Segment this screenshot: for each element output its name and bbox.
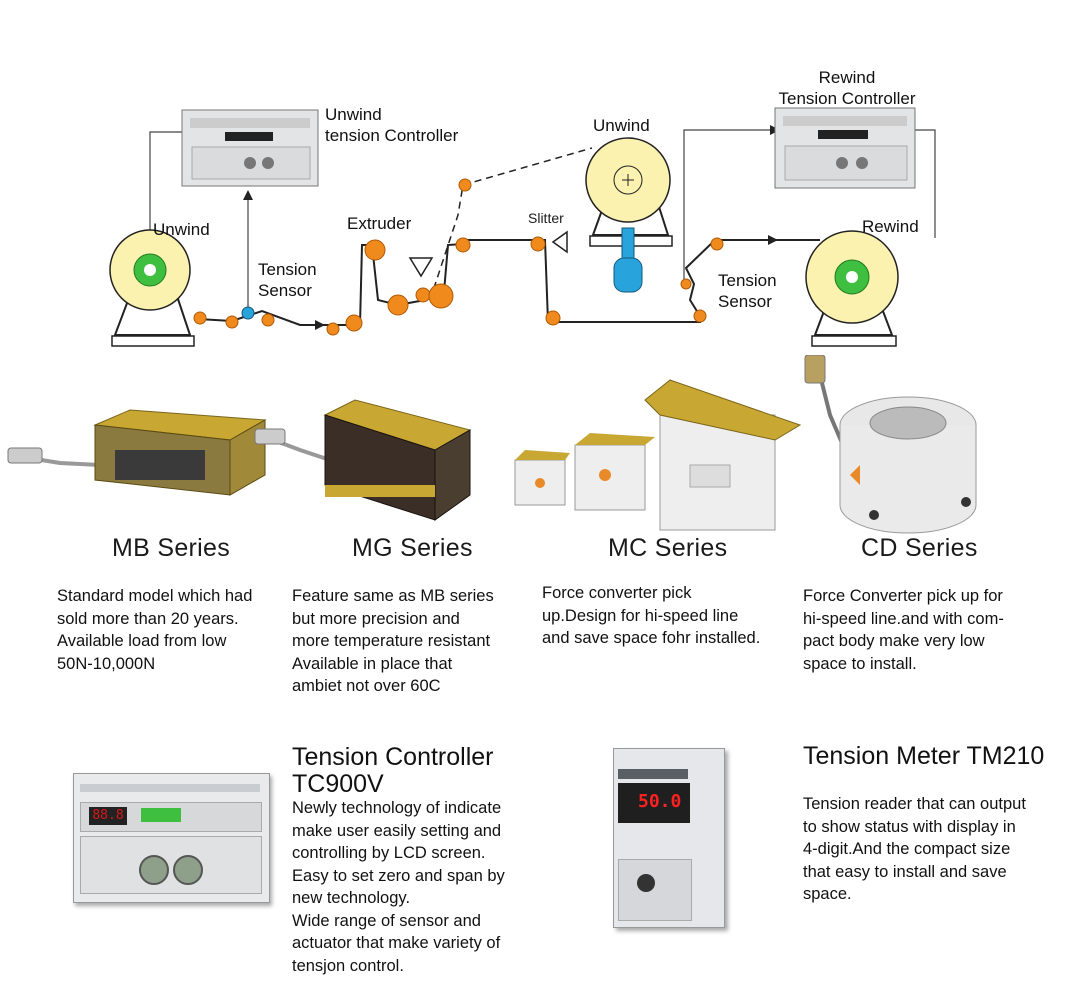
tc900v-title: Tension Controller TC900V (292, 743, 494, 798)
process-diagram (109, 107, 936, 347)
tm210-title: Tension Meter TM210 (803, 742, 1045, 770)
tc900v-knob-left (139, 855, 169, 885)
mb-series-image (7, 409, 267, 496)
tm210-control-panel (618, 859, 692, 921)
rewind-controller-label: Rewind Tension Controller (778, 68, 916, 108)
series-desc-cd: Force Converter pick up for hi-speed lin… (803, 587, 1004, 673)
control-line-rewind (915, 129, 936, 238)
tm210-description: Tension reader that can output to show s… (803, 795, 1026, 903)
unwind-top-label: Unwind (593, 116, 650, 135)
unwind-controller-unit (181, 109, 319, 187)
tension-sensor-left-roller (241, 306, 255, 320)
mg-series-image (254, 399, 472, 521)
series-title-cd: CD Series (861, 534, 978, 562)
web-path (197, 239, 820, 326)
tc900v-display: 88.8 (89, 807, 127, 825)
control-arrow-left (243, 190, 253, 200)
tc900v-top-strip (80, 784, 260, 792)
dashed-web (429, 147, 593, 301)
tc900v-image: 88.8 (73, 773, 270, 903)
tension-sensor-left-label: Tension Sensor (258, 260, 317, 300)
tm210-display-box: 50.0 (618, 783, 690, 823)
tc900v-knob-right (173, 855, 203, 885)
rollers (193, 178, 724, 336)
series-images (7, 355, 977, 534)
rewind-label: Rewind (862, 217, 919, 236)
slitter-marker (551, 230, 568, 254)
extruder-marker (408, 257, 434, 278)
tension-sensor-right-label: Tension Sensor (718, 271, 777, 311)
control-line-right (683, 129, 776, 282)
slitter-label: Slitter (528, 210, 564, 226)
series-title-mc: MC Series (608, 534, 728, 562)
unwind-reel-top (585, 137, 673, 293)
series-title-mg: MG Series (352, 534, 473, 562)
tc900v-lcd (141, 808, 181, 822)
tm210-image: 50.0 (613, 748, 725, 928)
series-desc-mg: Feature same as MB series but more preci… (292, 587, 494, 695)
cd-series-image (804, 355, 977, 534)
mc-series-image (514, 379, 802, 531)
series-desc-mc: Force converter pick up.Design for hi-sp… (542, 584, 761, 647)
unwind-reel-left (109, 229, 195, 347)
unwind-left-label: Unwind (153, 220, 210, 239)
series-desc-mb: Standard model which had sold more than … (57, 587, 253, 673)
tm210-label-strip (618, 769, 688, 779)
rewind-reel (805, 230, 899, 347)
web-arrow-2 (768, 235, 778, 245)
rewind-controller-unit (774, 107, 916, 189)
tc900v-description: Newly technology of indicate make user e… (292, 799, 505, 975)
tc900v-display-panel: 88.8 (80, 802, 262, 832)
control-line-left (149, 131, 182, 265)
web-arrow-1 (315, 320, 325, 330)
tm210-display: 50.0 (638, 791, 682, 812)
series-title-mb: MB Series (112, 534, 231, 562)
extruder-label: Extruder (347, 214, 412, 233)
tc900v-knob-panel (80, 836, 262, 894)
unwind-controller-label: Unwind tension Controller (325, 105, 459, 145)
tm210-knob (637, 874, 655, 892)
